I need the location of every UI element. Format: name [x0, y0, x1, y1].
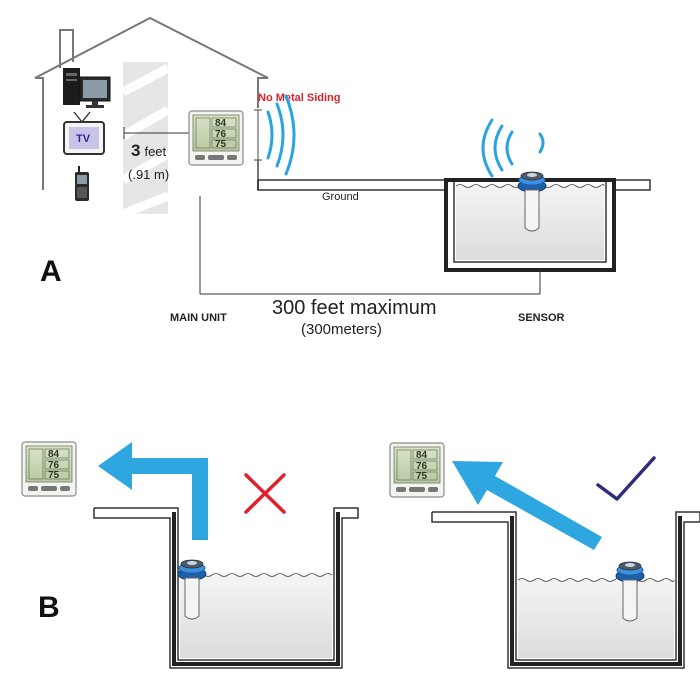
chimney [59, 29, 74, 68]
main-unit-b-right-row2-readout: 76 [416, 461, 428, 472]
no-metal-siding-marker [254, 109, 262, 161]
range-line [199, 196, 541, 295]
house-outline [34, 16, 269, 190]
panel-b-label: B [38, 591, 60, 624]
pool-b-right [431, 511, 700, 669]
distance-metric: (.91 m) [128, 167, 169, 182]
no-metal-siding-label: No Metal Siding [258, 92, 341, 104]
main-unit-a-row1-readout: 84 [215, 118, 227, 129]
tv-label: TV [76, 133, 91, 145]
blocked-signal-arrow-icon [98, 442, 208, 540]
tv-icon [63, 111, 105, 155]
range-max-label: 300 feet maximum [272, 297, 437, 319]
pool-water-b-right [518, 580, 674, 658]
panel-a-label: A [40, 255, 62, 288]
computer-icon [63, 68, 111, 108]
house-signal-icon [266, 94, 296, 176]
main-unit-b-right-row3-readout: 75 [416, 471, 428, 482]
water-surface-b-right [517, 578, 675, 582]
check-icon [596, 456, 656, 501]
main-unit-b-left-row2-readout: 76 [48, 460, 60, 471]
ground-label: Ground [322, 191, 359, 203]
pool-b-left [93, 507, 359, 669]
main-unit-b-left-row1-readout: 84 [48, 449, 60, 460]
clear-signal-arrow-icon [452, 461, 602, 550]
distance-bracket [123, 127, 190, 139]
main-unit-b-left-row3-readout: 75 [48, 470, 60, 481]
main-unit-label: MAIN UNIT [170, 312, 227, 324]
sensor-label: SENSOR [518, 312, 565, 324]
phone-icon [75, 166, 89, 201]
sensor-signal-icon [481, 118, 545, 178]
main-unit-a-row2-readout: 76 [215, 129, 227, 140]
pool-wall-b-left [172, 512, 340, 666]
cross-icon [244, 473, 286, 514]
main-unit-b-right-row1-readout: 84 [416, 450, 428, 461]
main-unit-a-row3-readout: 75 [215, 139, 227, 150]
wall-hatching [120, 64, 171, 219]
pool-wall-b-right [510, 516, 682, 666]
range-metric-label: (300meters) [301, 321, 382, 338]
pool-water-b-left [180, 575, 332, 658]
